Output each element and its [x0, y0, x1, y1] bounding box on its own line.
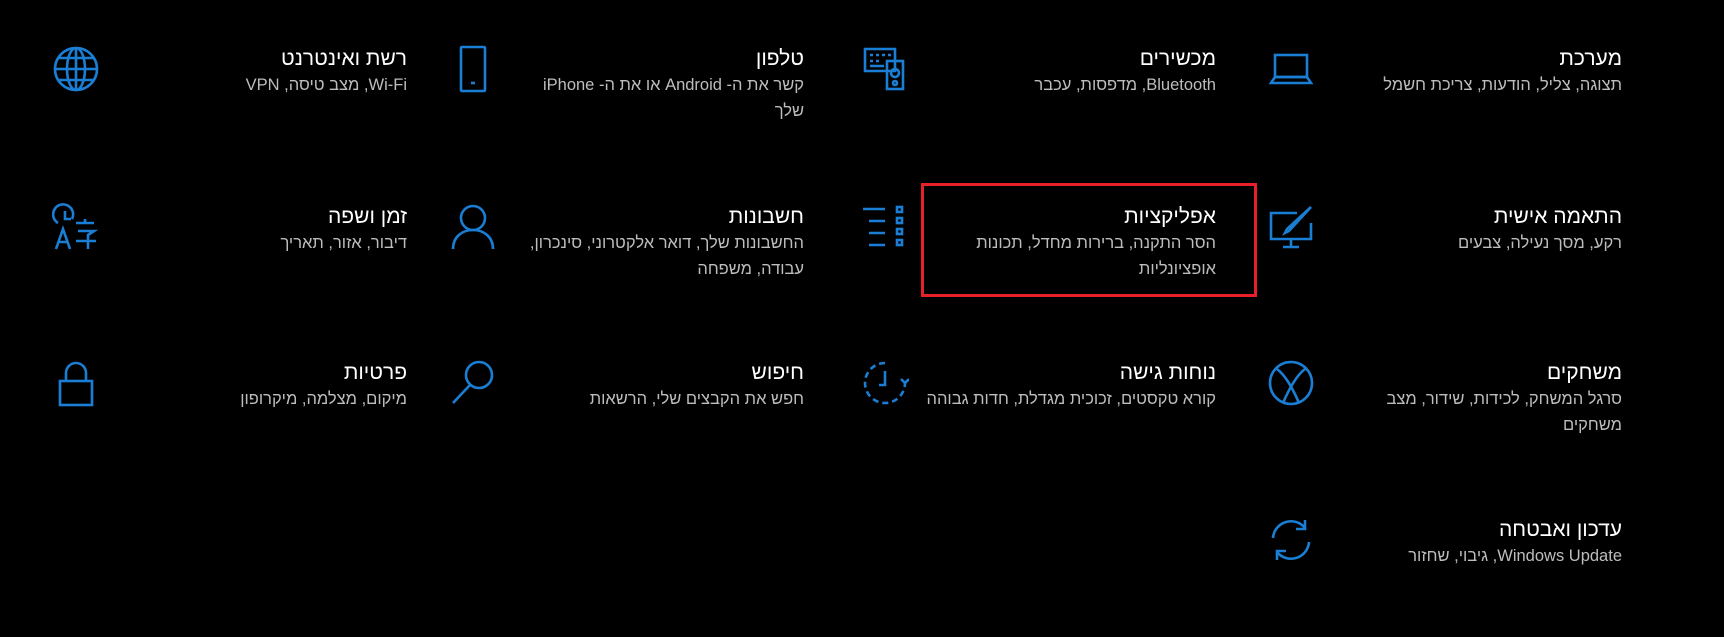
tile-description: החשבונות שלך, דואר אלקטרוני, סינכרון, עב…	[529, 234, 804, 278]
highlight-box	[921, 183, 1257, 297]
tile-devices[interactable]: מכשירים Bluetooth, מדפסות, עכבר	[860, 44, 1240, 98]
tile-privacy[interactable]: פרטיות מיקום, מצלמה, מיקרופון	[51, 358, 431, 412]
xbox-icon	[1266, 358, 1316, 408]
tile-description: הסר התקנה, ברירות מחדל, תכונות אופציונלי…	[976, 234, 1216, 278]
tile-network[interactable]: רשת ואינטרנט Wi-Fi, מצב טיסה, VPN	[51, 44, 431, 98]
laptop-icon	[1266, 44, 1316, 94]
tile-description: מיקום, מצלמה, מיקרופון	[240, 390, 407, 408]
lock-icon	[51, 358, 101, 408]
tile-time-language[interactable]: זמן ושפה דיבור, אזור, תאריך	[51, 202, 431, 256]
tile-title: אפליקציות	[1124, 205, 1216, 228]
ease-of-access-icon	[860, 358, 910, 408]
tile-description: דיבור, אזור, תאריך	[280, 234, 407, 252]
tile-title: נוחות גישה	[1119, 361, 1216, 384]
tile-description: קשר את ה- Android או את ה- iPhone שלך	[542, 76, 804, 120]
tile-update-security[interactable]: עדכון ואבטחה Windows Update, גיבוי, שחזור	[1266, 515, 1646, 569]
tile-description: חפש את הקבצים שלי, הרשאות	[589, 390, 804, 408]
tile-system[interactable]: מערכת תצוגה, צליל, הודעות, צריכת חשמל	[1266, 44, 1646, 98]
person-icon	[448, 202, 498, 252]
tile-description: סרגל המשחק, לכידות, שידור, מצב משחקים	[1386, 390, 1622, 434]
tile-title: מערכת	[1559, 47, 1622, 70]
tile-title: פרטיות	[343, 361, 407, 384]
tile-description: קורא טקסטים, זכוכית מגדלת, חדות גבוהה	[926, 390, 1217, 408]
tile-accounts[interactable]: חשבונות החשבונות שלך, דואר אלקטרוני, סינכ…	[448, 202, 828, 282]
tile-description: Windows Update, גיבוי, שחזור	[1408, 547, 1622, 565]
tile-title: טלפון	[755, 47, 804, 70]
tile-description: תצוגה, צליל, הודעות, צריכת חשמל	[1383, 76, 1622, 94]
paint-monitor-icon	[1266, 202, 1316, 252]
tile-title: זמן ושפה	[328, 205, 407, 228]
time-language-icon	[51, 202, 101, 252]
tile-phone[interactable]: טלפון קשר את ה- Android או את ה- iPhone ש…	[448, 44, 828, 124]
apps-list-icon	[860, 202, 910, 252]
tile-title: חשבונות	[728, 205, 804, 228]
keyboard-speaker-icon	[860, 44, 910, 94]
tile-title: רשת ואינטרנט	[281, 47, 407, 70]
sync-icon	[1266, 515, 1316, 565]
tile-description: Bluetooth, מדפסות, עכבר	[1034, 76, 1216, 94]
tile-description: Wi-Fi, מצב טיסה, VPN	[245, 76, 407, 94]
tile-title: מכשירים	[1139, 47, 1216, 70]
tile-gaming[interactable]: משחקים סרגל המשחק, לכידות, שידור, מצב משח…	[1266, 358, 1646, 438]
tile-search[interactable]: חיפוש חפש את הקבצים שלי, הרשאות	[448, 358, 828, 412]
search-icon	[448, 358, 498, 408]
tile-title: התאמה אישית	[1493, 205, 1622, 228]
tile-apps[interactable]: אפליקציות הסר התקנה, ברירות מחדל, תכונות …	[860, 202, 1240, 282]
tile-ease-of-access[interactable]: נוחות גישה קורא טקסטים, זכוכית מגדלת, חדו…	[860, 358, 1240, 412]
globe-icon	[51, 44, 101, 94]
tile-title: חיפוש	[751, 361, 804, 384]
tile-title: עדכון ואבטחה	[1498, 518, 1622, 541]
tile-description: רקע, מסך נעילה, צבעים	[1457, 234, 1622, 252]
tile-personalization[interactable]: התאמה אישית רקע, מסך נעילה, צבעים	[1266, 202, 1646, 256]
tile-title: משחקים	[1546, 361, 1622, 384]
phone-icon	[448, 44, 498, 94]
